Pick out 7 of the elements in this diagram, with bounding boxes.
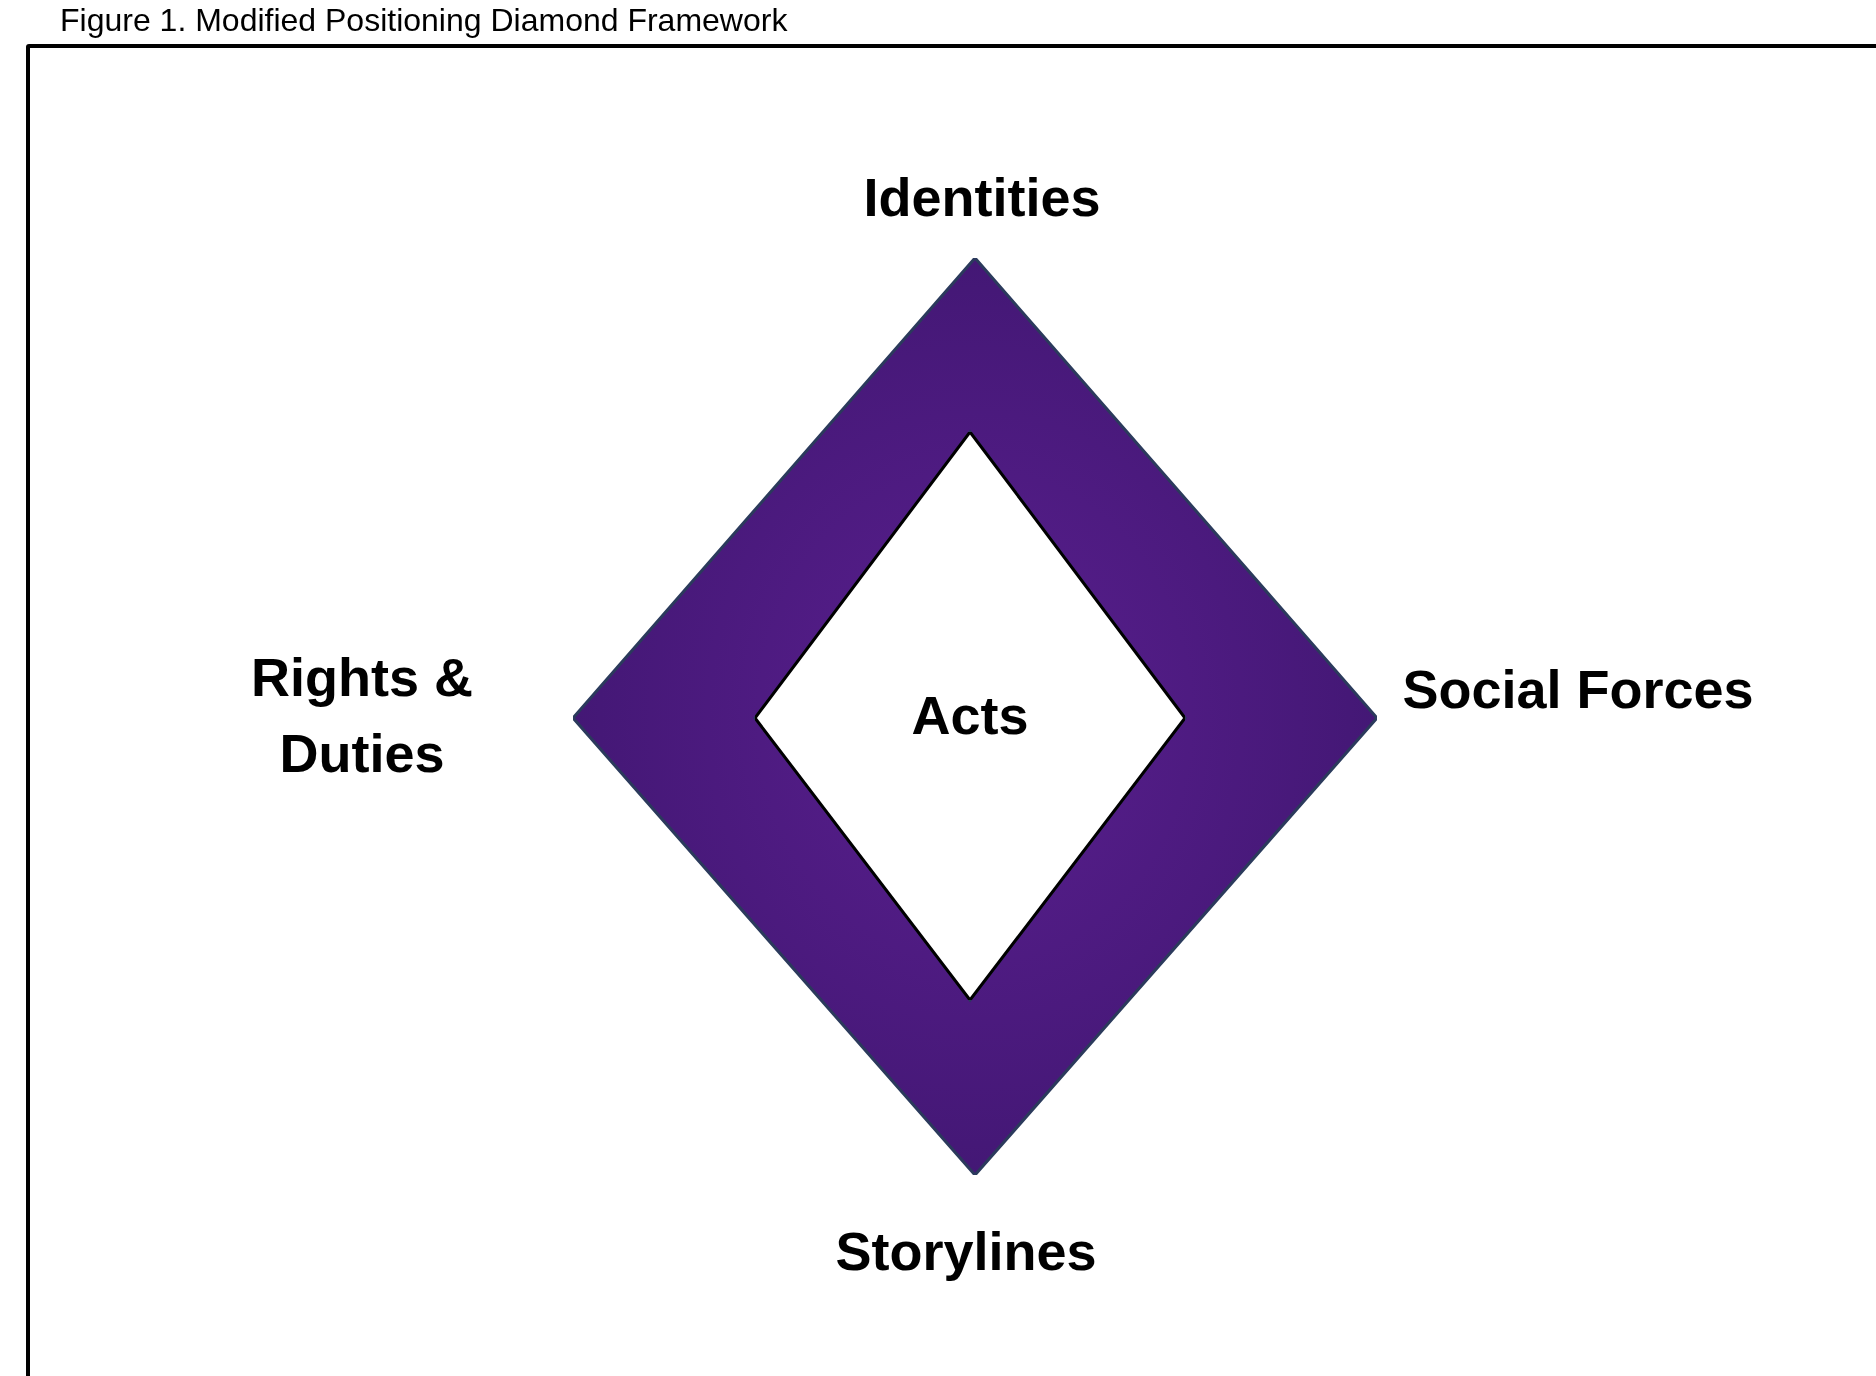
corner-label: Identities [862, 166, 1102, 229]
node-label: Acts [911, 684, 1029, 748]
figure-title: Figure 1. Modified Positioning Diamond Framework [60, 1, 788, 40]
diamond-ring [573, 258, 1377, 1175]
corner-label: Storylines [834, 1220, 1098, 1283]
corner-label: Rights & Duties [250, 646, 474, 785]
corner-label: Social Forces [1401, 658, 1755, 721]
